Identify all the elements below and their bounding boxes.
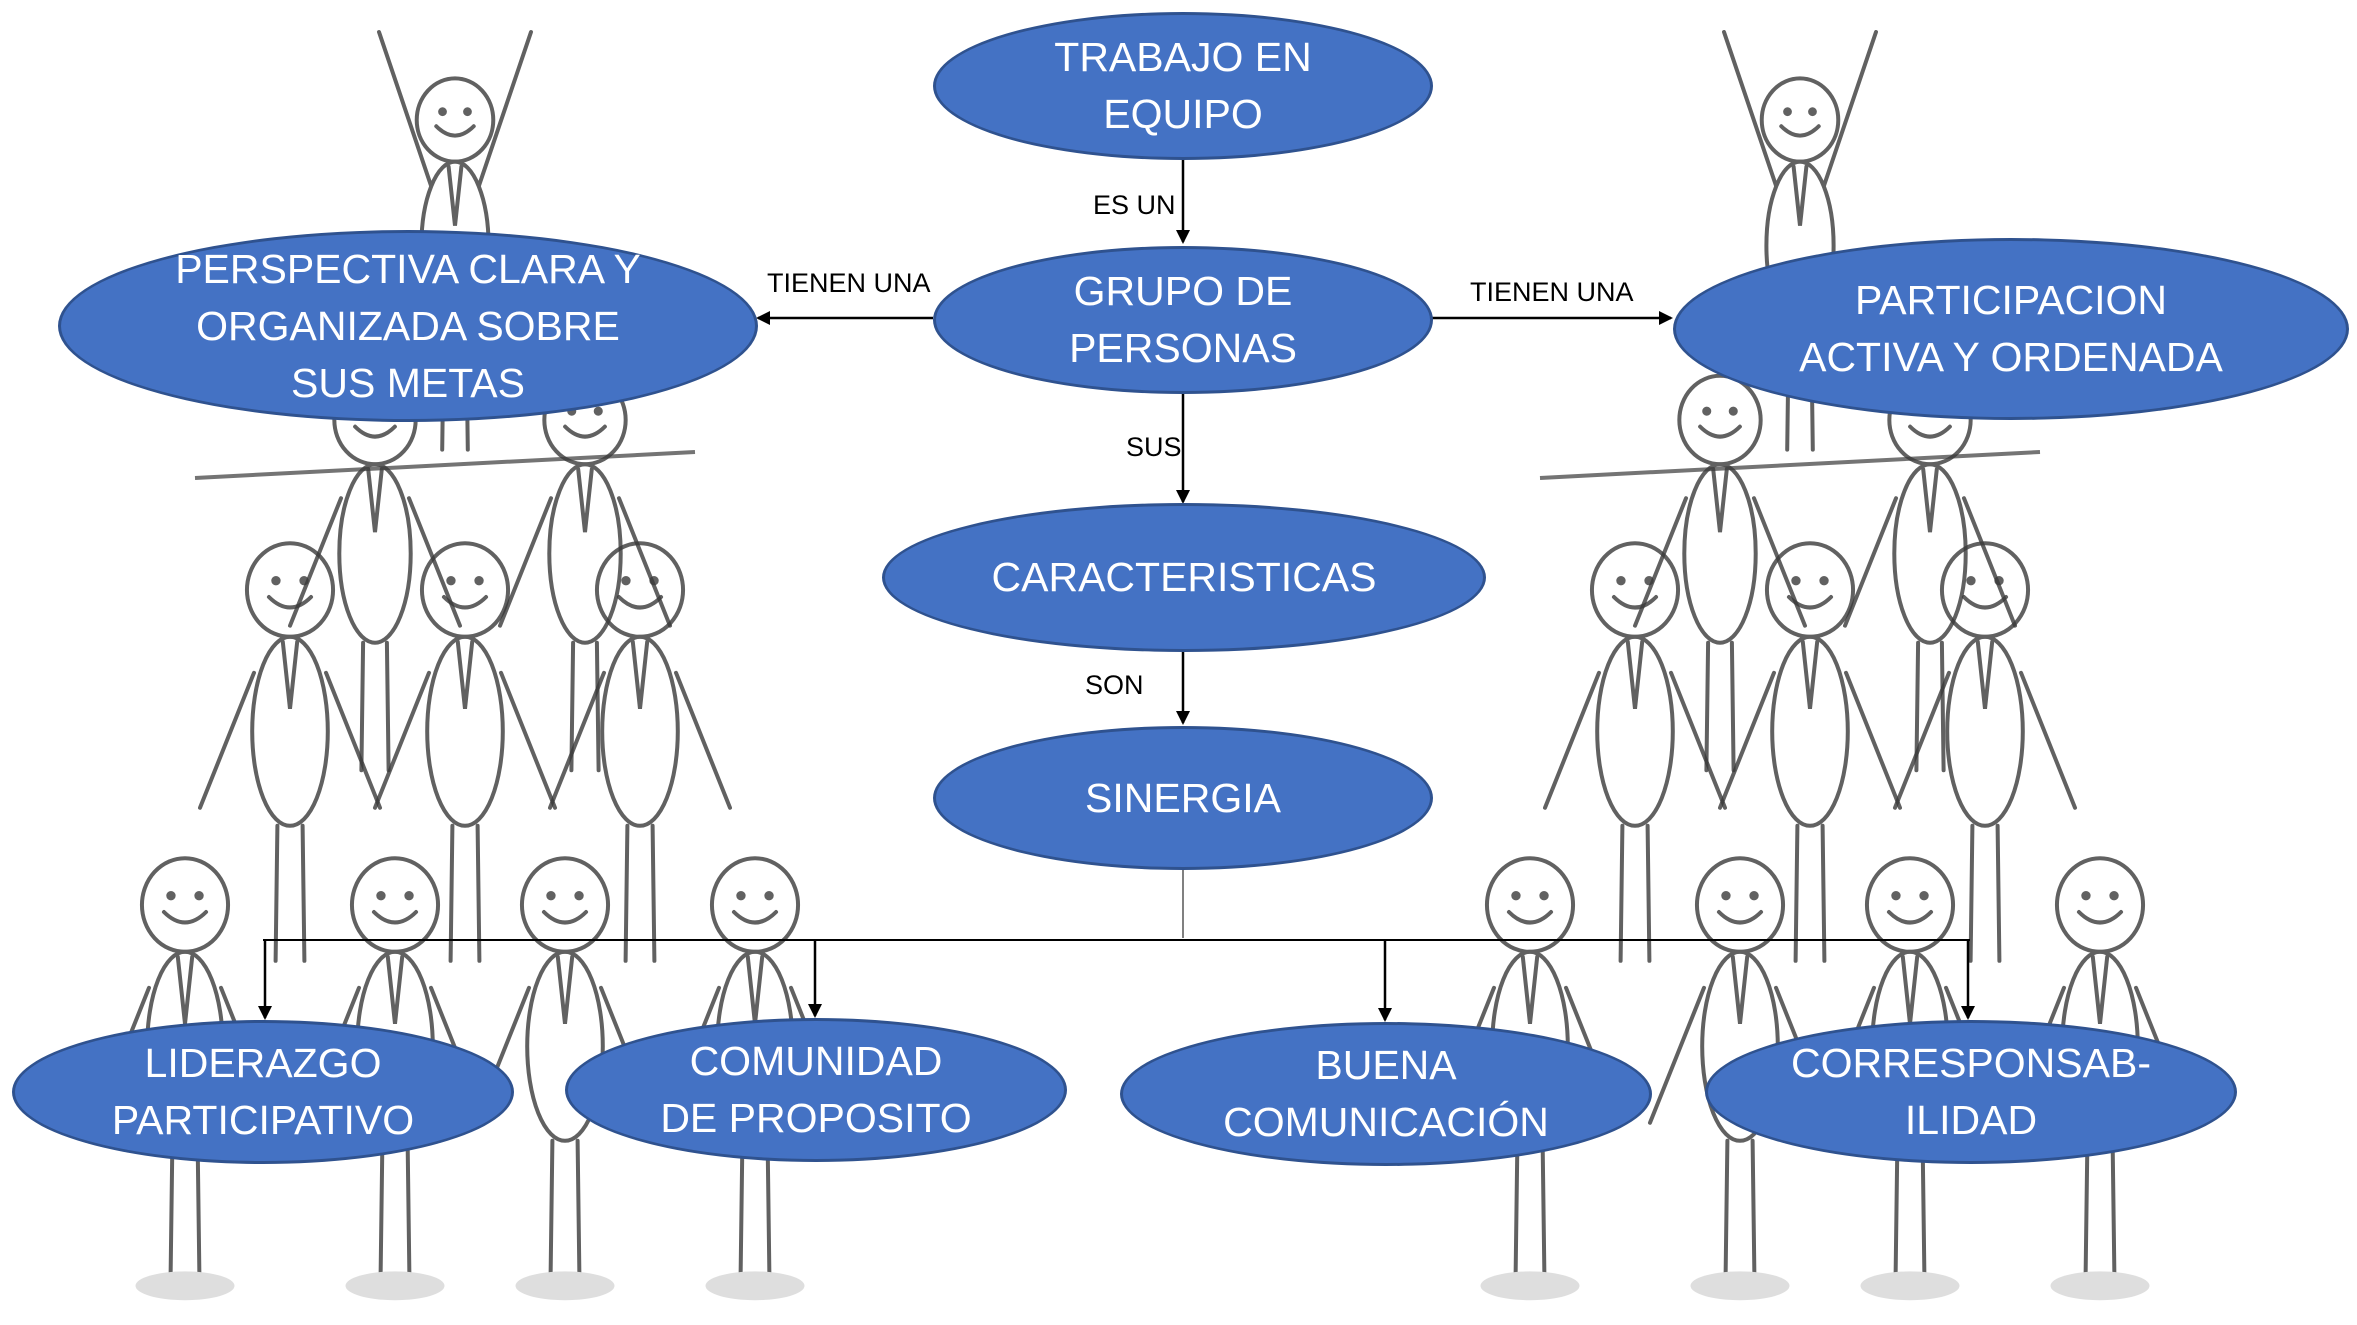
node-sinergia: SINERGIA — [933, 726, 1433, 870]
node-label: SINERGIA — [1085, 774, 1281, 821]
edge-label-son: SON — [1085, 670, 1144, 700]
node-label: PARTICIPACION ACTIVA Y ORDENADA — [1799, 277, 2223, 380]
edge-label-tienen-una-left: TIENEN UNA — [767, 268, 931, 298]
stick-figure-icon — [548, 541, 732, 963]
node-label: TRABAJO EN EQUIPO — [1054, 34, 1312, 137]
edge-label-sus: SUS — [1126, 432, 1182, 462]
node-label: CORRESPONSAB- ILIDAD — [1791, 1040, 2151, 1143]
node-label: LIDERAZGO PARTICIPATIVO — [111, 1040, 415, 1143]
node-comunidad-de-proposito: COMUNIDAD DE PROPOSITO — [565, 1018, 1067, 1162]
stick-figure-icon — [198, 541, 382, 963]
stick-figure-icon — [373, 541, 557, 963]
node-buena-comunicacion: BUENA COMUNICACIÓN — [1120, 1022, 1652, 1166]
stick-figure-icon — [1543, 541, 1727, 963]
node-participacion: PARTICIPACION ACTIVA Y ORDENADA — [1673, 238, 2349, 420]
node-label: BUENA COMUNICACIÓN — [1223, 1042, 1549, 1145]
edge-label-tienen-una-right: TIENEN UNA — [1470, 277, 1634, 307]
edge-label-es-un: ES UN — [1093, 190, 1176, 220]
node-trabajo-en-equipo: TRABAJO EN EQUIPO — [933, 12, 1433, 160]
stick-figure-icon — [303, 856, 487, 1301]
node-liderazgo-participativo: LIDERAZGO PARTICIPATIVO — [12, 1020, 514, 1164]
stick-figure-icon — [1893, 541, 2077, 963]
node-perspectiva: PERSPECTIVA CLARA Y ORGANIZADA SOBRE SUS… — [58, 230, 758, 422]
node-label: GRUPO DE PERSONAS — [1069, 268, 1297, 371]
stick-figure-icon — [1843, 373, 2017, 773]
node-label: PERSPECTIVA CLARA Y ORGANIZADA SOBRE SUS… — [175, 245, 641, 406]
node-label: COMUNIDAD DE PROPOSITO — [660, 1038, 972, 1141]
stick-figure-icon — [1633, 373, 1807, 773]
node-grupo-de-personas: GRUPO DE PERSONAS — [933, 246, 1433, 394]
node-corresponsabilidad: CORRESPONSAB- ILIDAD — [1705, 1020, 2237, 1164]
node-caracteristicas: CARACTERISTICAS — [882, 503, 1486, 652]
node-label: CARACTERISTICAS — [991, 554, 1377, 600]
stick-figure-icon — [1718, 541, 1902, 963]
